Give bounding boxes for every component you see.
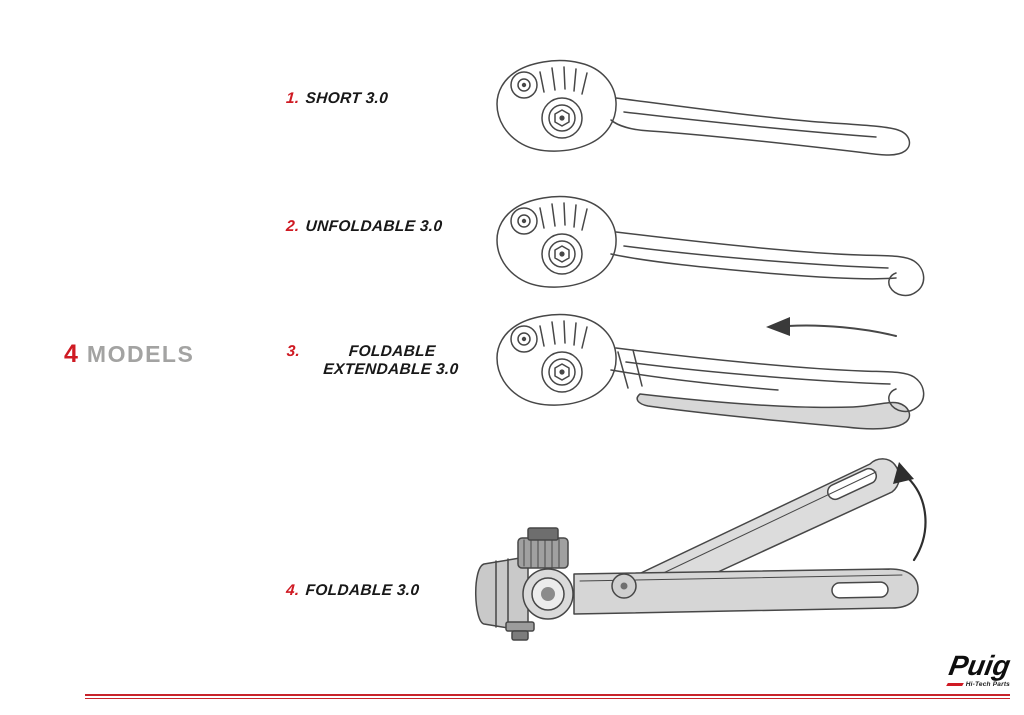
adjuster-knob [517,537,569,569]
short-lever-illustration [468,52,928,182]
extender-slider [636,393,911,430]
unfoldable-lever-illustration [468,188,938,321]
model-1-name: SHORT 3.0 [304,90,389,107]
extend-direction-arrow-icon [766,317,897,337]
model-3-label: 3. FOLDABLE EXTENDABLE 3.0 [285,343,479,379]
model-3-number: 3. [286,343,301,360]
model-1-label: 1.SHORT 3.0 [285,90,388,108]
logo-tagline-row: Hi-Tech Parts [924,681,1010,688]
model-4-label: 4.FOLDABLE 3.0 [285,582,420,600]
fold-direction-arrow-icon [893,462,927,562]
foldable-extendable-lever-illustration [468,306,938,446]
model-1-number: 1. [285,90,301,107]
logo-red-swoosh-icon [945,683,964,686]
lever-arm [573,568,919,615]
model-2-label: 2.UNFOLDABLE 3.0 [285,218,443,236]
foldable-lever-drawing [475,458,927,641]
models-heading-label: MODELS [86,341,195,367]
foldable-extendable-lever-drawing [496,313,925,430]
puig-wordmark: Puig [946,650,1013,681]
foldable-lever-illustration [462,436,937,653]
model-2-number: 2. [285,218,301,235]
puig-logo: Puig Hi-Tech Parts [924,650,1013,688]
model-3-name: FOLDABLE EXTENDABLE 3.0 [322,343,460,378]
models-count: 4 [64,340,78,368]
model-4-name: FOLDABLE 3.0 [304,582,421,599]
lever-mount [475,557,529,631]
model-4-number: 4. [285,582,301,599]
puig-tagline: Hi-Tech Parts [965,681,1010,688]
short-lever-drawing [496,59,911,156]
models-heading: 4 MODELS [64,340,194,369]
footer-rule [85,694,1010,699]
model-2-name: UNFOLDABLE 3.0 [304,218,443,235]
unfoldable-lever-drawing [496,195,925,297]
